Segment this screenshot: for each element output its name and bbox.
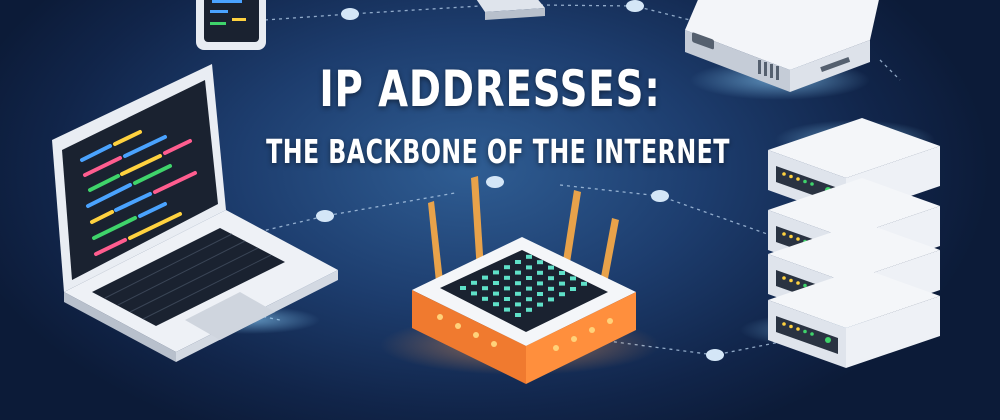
router-led xyxy=(559,281,565,286)
router-led xyxy=(526,254,532,259)
router-icon xyxy=(380,176,660,384)
router-front-leds xyxy=(437,314,613,351)
router-led xyxy=(482,286,488,291)
network-nodes xyxy=(316,0,724,361)
smartphone-icon xyxy=(196,0,266,50)
router-led xyxy=(526,276,532,280)
laptop-icon xyxy=(52,64,338,362)
server-unit xyxy=(768,268,940,368)
server-rack-icon xyxy=(740,118,940,368)
code-lines xyxy=(80,130,197,256)
router-led xyxy=(548,276,554,281)
router-led xyxy=(526,286,532,291)
router-led xyxy=(482,296,488,301)
router-led xyxy=(537,302,543,307)
router-led xyxy=(559,271,565,275)
headline-title: IP ADDRESSES: xyxy=(319,60,661,118)
router-led xyxy=(526,307,532,312)
router-led xyxy=(515,260,521,264)
wifi-access-point-icon xyxy=(685,0,879,100)
router-led xyxy=(471,280,477,285)
router-led xyxy=(504,275,510,280)
router-led xyxy=(493,281,499,285)
router-led xyxy=(504,307,510,312)
router-led xyxy=(504,265,510,270)
router-led xyxy=(537,260,543,265)
router-led xyxy=(548,297,554,302)
router-led xyxy=(581,281,587,286)
router-led-grid xyxy=(460,254,587,317)
router-led xyxy=(526,265,532,270)
router-led xyxy=(504,297,510,301)
router-led xyxy=(537,292,543,296)
router-led xyxy=(515,291,521,296)
router-led xyxy=(482,275,488,280)
router-led xyxy=(493,302,499,307)
router-led xyxy=(515,281,521,286)
router-led xyxy=(537,281,543,286)
router-led xyxy=(537,270,543,275)
router-led xyxy=(471,291,477,296)
router-led xyxy=(460,286,466,290)
router-led xyxy=(548,265,554,270)
router-led xyxy=(515,313,521,317)
router-led xyxy=(570,287,576,291)
router-led xyxy=(515,302,521,307)
router-led xyxy=(515,270,521,275)
headline-subtitle: THE BACKBONE OF THE INTERNET xyxy=(266,132,730,171)
hub-device-icon xyxy=(476,0,545,20)
router-led xyxy=(504,286,510,291)
router-led xyxy=(493,270,499,275)
router-led xyxy=(559,292,565,297)
router-led xyxy=(493,291,499,296)
router-led xyxy=(548,286,554,291)
router-led xyxy=(526,297,532,302)
router-led xyxy=(570,276,576,281)
